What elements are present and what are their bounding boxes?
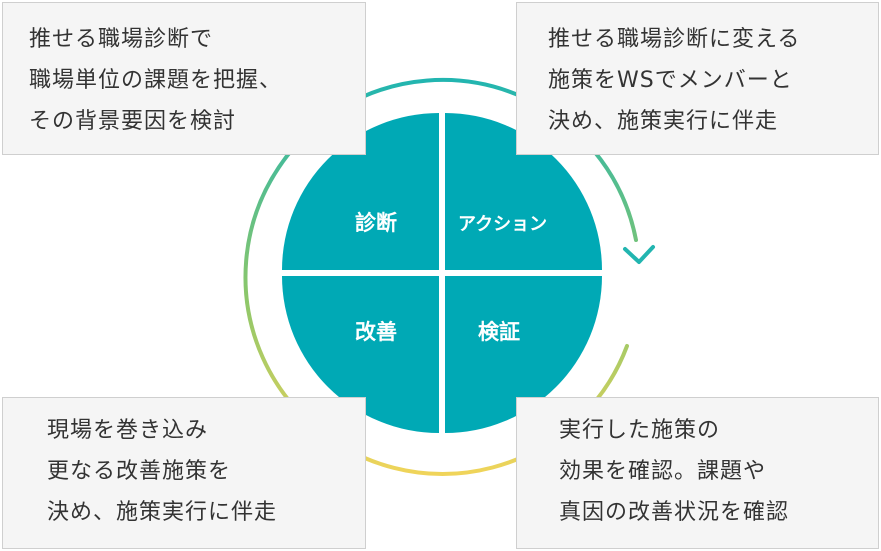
quadrant-verification xyxy=(445,276,602,433)
cycle-arrow-icon xyxy=(623,245,655,264)
box-text-line: 真因の改善状況を確認 xyxy=(559,500,790,525)
box-text-line: 施策をWSでメンバーと xyxy=(548,68,793,93)
quadrant-diagnosis xyxy=(282,113,439,270)
quadrant-label-verification: 検証 xyxy=(478,320,520,344)
box-text-line: 実行した施策の xyxy=(559,418,721,443)
description-box-verification: 実行した施策の 効果を確認。課題や 真因の改善状況を確認 xyxy=(516,397,879,549)
box-text-line: 決め、施策実行に伴走 xyxy=(47,500,278,525)
quadrant-label-action: アクション xyxy=(458,214,548,235)
box-text-line: その背景要因を検討 xyxy=(29,109,237,134)
quadrant-label-improvement: 改善 xyxy=(355,320,397,344)
box-text-line: 効果を確認。課題や xyxy=(559,459,767,484)
box-text-line: 決め、施策実行に伴走 xyxy=(548,109,779,134)
quadrant-action xyxy=(445,113,602,270)
description-box-action: 推せる職場診断に変える 施策をWSでメンバーと 決め、施策実行に伴走 xyxy=(516,2,879,155)
box-text-line: 推せる職場診断で xyxy=(29,27,214,52)
description-box-diagnosis: 推せる職場診断で 職場単位の課題を把握、 その背景要因を検討 xyxy=(2,2,366,155)
quadrant-improvement xyxy=(282,276,439,433)
quadrant-label-diagnosis: 診断 xyxy=(355,211,397,235)
box-text-line: 更なる改善施策を xyxy=(47,459,232,484)
box-text-line: 現場を巻き込み xyxy=(47,418,209,443)
description-box-improvement: 現場を巻き込み 更なる改善施策を 決め、施策実行に伴走 xyxy=(2,397,366,549)
box-text-line: 職場単位の課題を把握、 xyxy=(29,68,283,93)
box-text-line: 推せる職場診断に変える xyxy=(548,27,801,52)
